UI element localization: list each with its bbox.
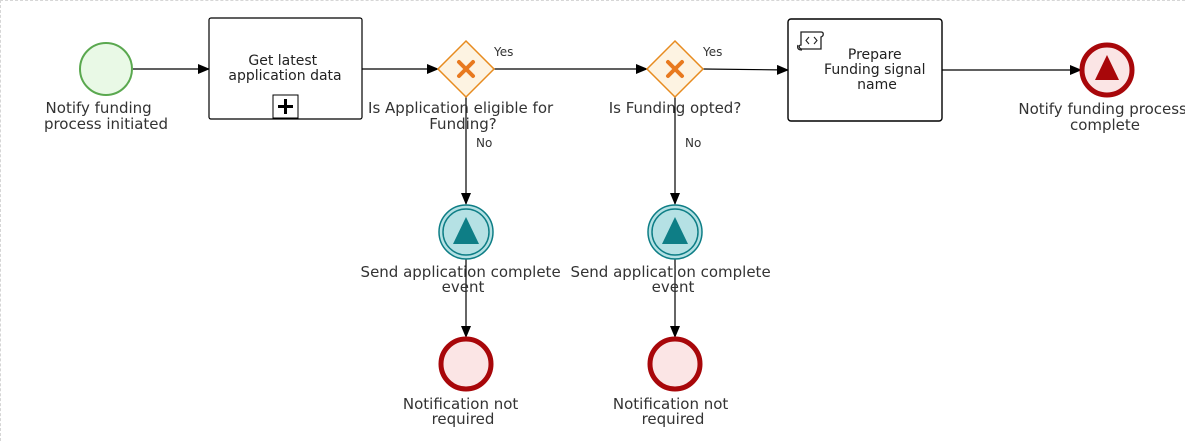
task-get-latest-application-data[interactable] [208,17,363,120]
gateway-funding-opted[interactable] [645,39,705,99]
task-prepare-funding-signal-name-label: Prepare Funding signal name [824,47,930,93]
signal-triangle-icon [453,217,479,244]
edge-label-no-funding: No [685,136,701,150]
x-icon [666,60,684,78]
gateway-funding-opted-label: Is Funding opted? [609,99,742,117]
plus-icon [272,94,299,119]
sequence-flows [133,64,1082,338]
end-event-notification-not-required-1[interactable] [438,336,494,392]
start-event-label: Notify funding process initiated [44,99,168,133]
task-get-latest-application-data-label: Get latest application data [228,53,341,84]
end-event-notification-not-required-2[interactable] [647,336,703,392]
task-prepare-funding-signal-name[interactable] [787,18,943,122]
intermediate-event-send-complete-1[interactable] [438,204,494,260]
edge-label-yes-eligible: Yes [493,45,513,59]
flow-yes-funding[interactable] [702,64,789,75]
intermediate-event-send-complete-1-label: Send application complete event [361,263,566,296]
script-icon [796,31,824,51]
edge-label-yes-funding: Yes [702,45,722,59]
gateway-application-eligible[interactable] [436,39,496,99]
signal-triangle-icon [1095,55,1119,80]
intermediate-event-send-complete-2[interactable] [647,204,703,260]
signal-triangle-icon [662,217,688,244]
start-event[interactable] [79,42,133,96]
edge-label-no-eligible: No [476,136,492,150]
end-event-notification-not-required-1-label: Notification not required [403,395,523,428]
intermediate-event-send-complete-2-label: Send application complete event [571,263,776,296]
gateway-application-eligible-label: Is Application eligible for Funding? [368,99,558,133]
x-icon [457,60,475,78]
end-event-notify-complete[interactable] [1079,42,1135,98]
end-event-notify-complete-label: Notify funding process complete [1018,100,1185,134]
end-event-notification-not-required-2-label: Notification not required [613,395,733,428]
